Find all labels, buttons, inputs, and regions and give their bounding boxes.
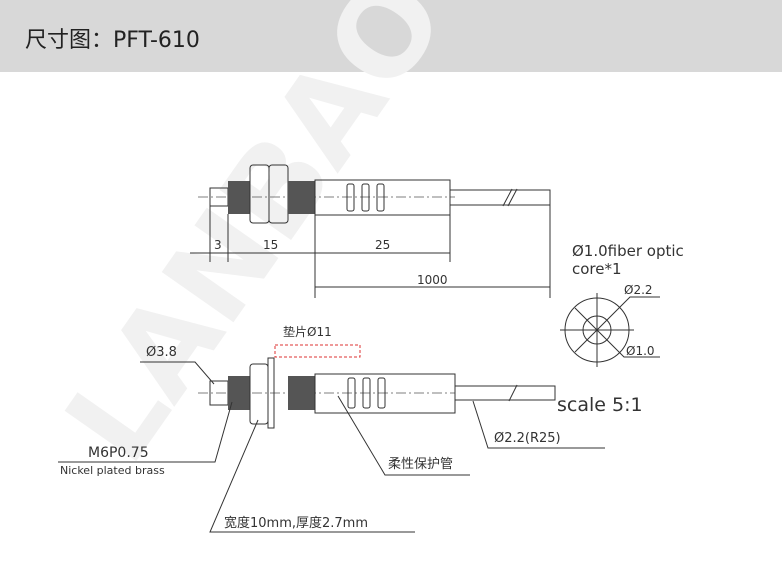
washer-label: 垫片Ø11 xyxy=(283,324,332,339)
watermark: LANBAO xyxy=(40,0,473,487)
nut-spec: 宽度10mm,厚度2.7mm xyxy=(224,515,368,531)
header-bar: 尺寸图：PFT-610 xyxy=(0,0,782,72)
page-title: 尺寸图：PFT-610 xyxy=(25,28,200,53)
material: Nickel plated brass xyxy=(60,464,165,477)
dim-1000: 1000 xyxy=(417,273,448,287)
cable-spec: Ø2.2(R25) xyxy=(494,431,561,446)
thread-spec: M6P0.75 xyxy=(88,445,149,461)
fiber-core: core*1 xyxy=(572,260,622,278)
scale-label: scale 5:1 xyxy=(557,394,643,416)
top-sensor-view: 3 15 25 1000 xyxy=(190,164,551,298)
bottom-sensor-view: 垫片Ø11 Ø3.8 M6P0.75 Nickel plated brass 宽… xyxy=(58,324,643,533)
inner-diameter: Ø1.0 xyxy=(626,344,655,358)
outer-diameter: Ø2.2 xyxy=(624,283,653,297)
dim-3: 3 xyxy=(214,238,222,252)
tip-diameter: Ø3.8 xyxy=(146,345,177,360)
tube-label: 柔性保护管 xyxy=(388,457,453,472)
fiber-desc: Ø1.0fiber optic xyxy=(572,242,684,260)
dim-15: 15 xyxy=(263,238,278,252)
dim-25: 25 xyxy=(375,238,390,252)
fiber-cross-section: Ø1.0fiber optic core*1 Ø2.2 Ø1.0 xyxy=(560,242,684,367)
